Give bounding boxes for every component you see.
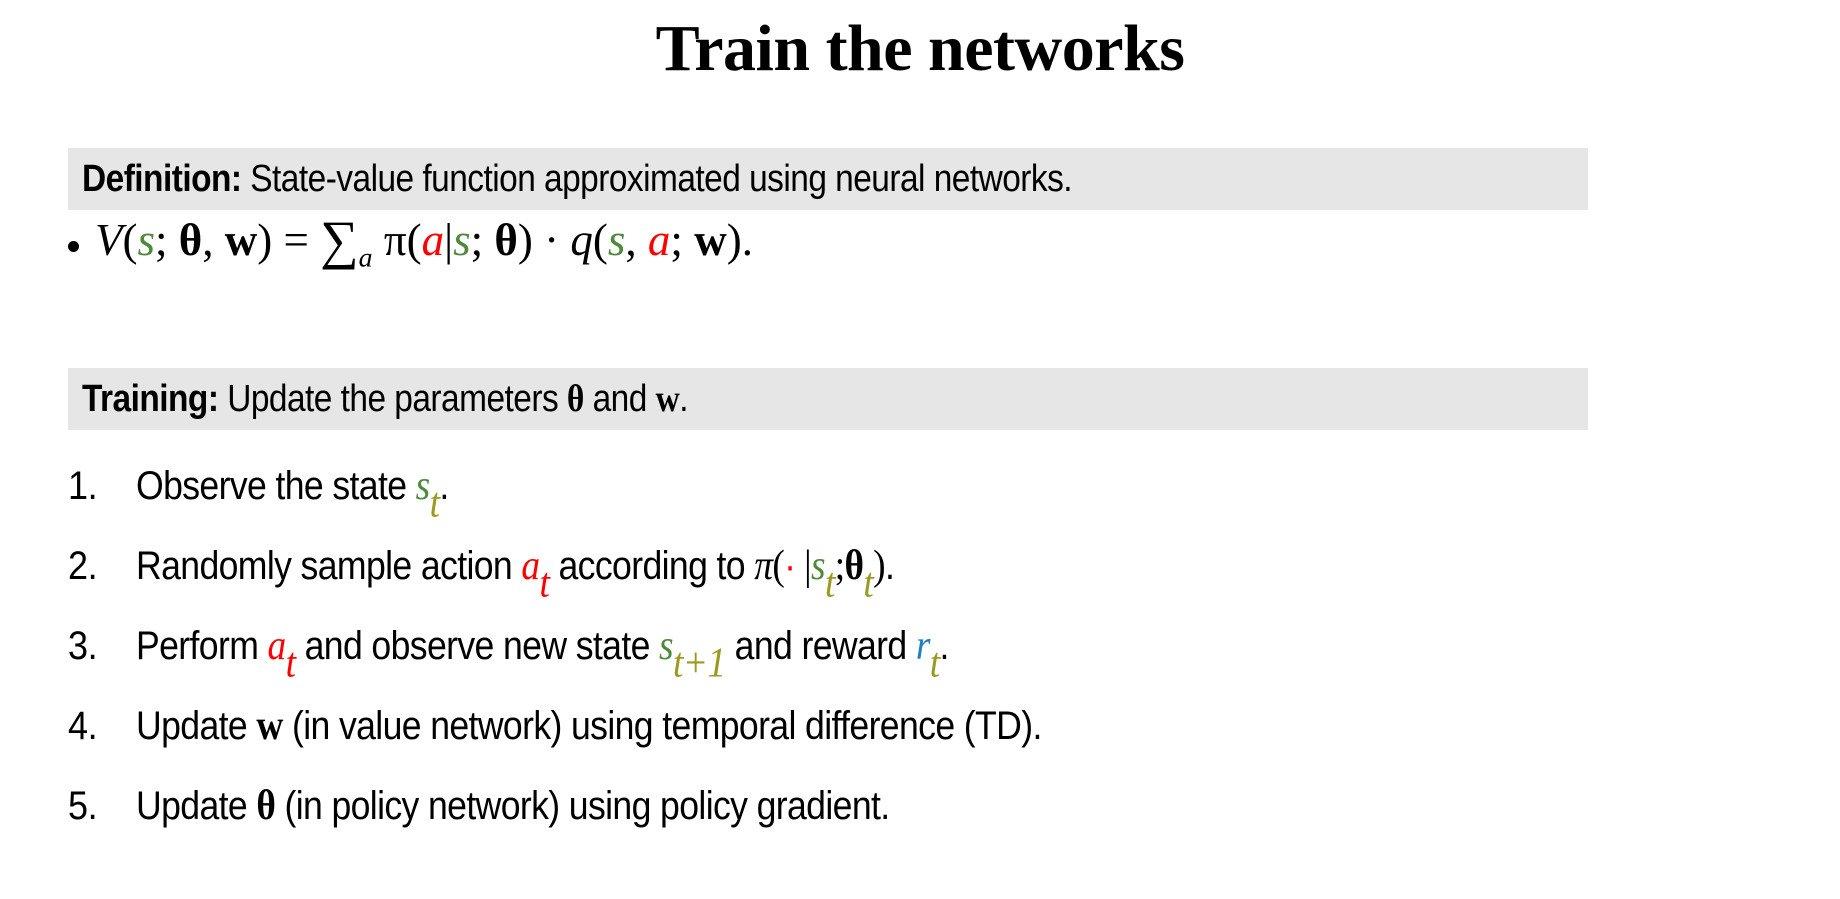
step-number: 1.: [68, 464, 98, 508]
formula-pi-close: ): [517, 215, 533, 266]
step3-action-symbol: a: [267, 623, 287, 669]
step2-theta-symbol: θ: [844, 543, 864, 589]
formula-w1: w: [224, 215, 258, 266]
step-number: 2.: [68, 544, 98, 588]
step2-cdot: ·: [784, 544, 796, 588]
step-number: 5.: [68, 784, 98, 828]
step2-bar: |: [795, 543, 812, 589]
formula-theta1: θ: [178, 215, 203, 266]
step2-state-subscript: t: [824, 560, 835, 607]
step-text: Perform at and observe new state st+1 an…: [136, 622, 949, 688]
step2-text-before: Randomly sample action: [136, 544, 522, 588]
formula-comma1: ,: [202, 215, 214, 266]
step-number: 4.: [68, 704, 98, 748]
bullet-icon: [68, 240, 79, 252]
formula-theta2: θ: [494, 215, 518, 266]
formula-open-paren: (: [122, 215, 138, 266]
formula-sigma-sub: a: [358, 242, 373, 274]
step-number: 3.: [68, 624, 98, 668]
step3-text-after: .: [939, 624, 950, 668]
list-item: 4. Update w (in value network) using tem…: [68, 702, 1768, 782]
training-banner: Training: Update the parameters θ and w.: [68, 368, 1588, 430]
formula-s1: s: [137, 215, 156, 266]
definition-formula-row: V(s; θ, w) = ∑a π(a|s; θ) · q(s, a; w).: [68, 212, 1628, 283]
step4-w-symbol: w: [256, 703, 283, 749]
training-w-symbol: w: [655, 378, 680, 420]
list-item: 3. Perform at and observe new state st+1…: [68, 622, 1768, 702]
formula-comma2: ,: [625, 215, 637, 266]
formula-cdot: ·: [544, 215, 560, 266]
step2-action-symbol: a: [521, 543, 540, 589]
training-theta-symbol: θ: [566, 378, 584, 420]
formula-q-close: ): [726, 215, 742, 266]
step1-text-before: Observe the state: [136, 464, 416, 508]
formula-V: V: [95, 215, 123, 266]
formula-a1: a: [421, 215, 445, 266]
step2-close-paren: ): [873, 543, 886, 589]
step-text: Randomly sample action at according to π…: [136, 542, 895, 608]
formula-q: q: [570, 215, 593, 266]
step-text: Update w (in value network) using tempor…: [136, 702, 1042, 750]
step3-action-subscript: t: [285, 640, 296, 687]
step5-text-before: Update: [136, 784, 257, 828]
step2-text-after: .: [885, 544, 895, 588]
list-item: 5. Update θ (in policy network) using po…: [68, 782, 1768, 862]
state-value-formula: V(s; θ, w) = ∑a π(a|s; θ) · q(s, a; w).: [95, 209, 753, 287]
step5-text-after: (in policy network) using policy gradien…: [275, 784, 890, 828]
formula-s3: s: [607, 215, 626, 266]
step2-open-paren: (: [772, 543, 785, 589]
list-item: 1. Observe the state st.: [68, 462, 1768, 542]
step5-theta-symbol: θ: [256, 783, 276, 829]
formula-pi-open: (: [406, 215, 422, 266]
step2-text-mid: according to: [549, 544, 755, 588]
step1-state-symbol: s: [415, 463, 431, 509]
training-label: Training:: [82, 378, 219, 420]
step4-text-before: Update: [136, 704, 257, 748]
formula-w2: w: [694, 215, 727, 266]
definition-banner-text: Definition: State-value function approxi…: [82, 157, 1073, 201]
formula-a2: a: [647, 215, 671, 266]
step3-reward-symbol: r: [915, 623, 931, 669]
list-item: 2. Randomly sample action at according t…: [68, 542, 1768, 622]
training-body-2: and: [583, 378, 656, 420]
step2-action-subscript: t: [539, 560, 550, 607]
formula-close-paren: ): [257, 215, 273, 266]
step3-text-before: Perform: [136, 624, 268, 668]
step-text: Update θ (in policy network) using polic…: [136, 782, 890, 830]
training-banner-text: Training: Update the parameters θ and w.: [82, 377, 689, 421]
step1-state-subscript: t: [429, 480, 440, 527]
formula-semi1: ;: [155, 215, 168, 266]
step-text: Observe the state st.: [136, 462, 449, 528]
step1-text-after: .: [439, 464, 449, 508]
formula-semi2: ;: [470, 215, 484, 266]
step2-semicolon: ;: [834, 543, 845, 589]
definition-banner: Definition: State-value function approxi…: [68, 148, 1588, 210]
step3-state-subscript: t+1: [672, 640, 726, 687]
formula-sigma: ∑: [320, 210, 359, 271]
step3-text-mid2: and reward: [725, 624, 916, 668]
page-title: Train the networks: [655, 12, 1185, 85]
step2-theta-subscript: t: [863, 560, 874, 607]
formula-q-open: (: [592, 215, 608, 266]
training-body-3: .: [679, 378, 688, 420]
formula-pi: π: [383, 215, 407, 266]
step2-pi-symbol: π: [754, 543, 773, 589]
definition-body: State-value function approximated using …: [241, 158, 1073, 200]
formula-semi3: ;: [670, 215, 683, 266]
training-steps-list: 1. Observe the state st. 2. Randomly sam…: [68, 462, 1768, 862]
step3-text-mid: and observe new state: [295, 624, 660, 668]
step4-text-after: (in value network) using temporal differ…: [282, 704, 1042, 748]
step2-state-symbol: s: [811, 543, 826, 589]
definition-label: Definition:: [82, 158, 242, 200]
formula-equals: =: [283, 215, 309, 266]
step3-reward-subscript: t: [929, 640, 940, 687]
formula-s2: s: [453, 215, 471, 266]
training-body-1: Update the parameters: [218, 378, 567, 420]
step3-state-symbol: s: [659, 623, 674, 669]
formula-period: .: [741, 215, 753, 266]
formula-bar: |: [444, 215, 454, 266]
